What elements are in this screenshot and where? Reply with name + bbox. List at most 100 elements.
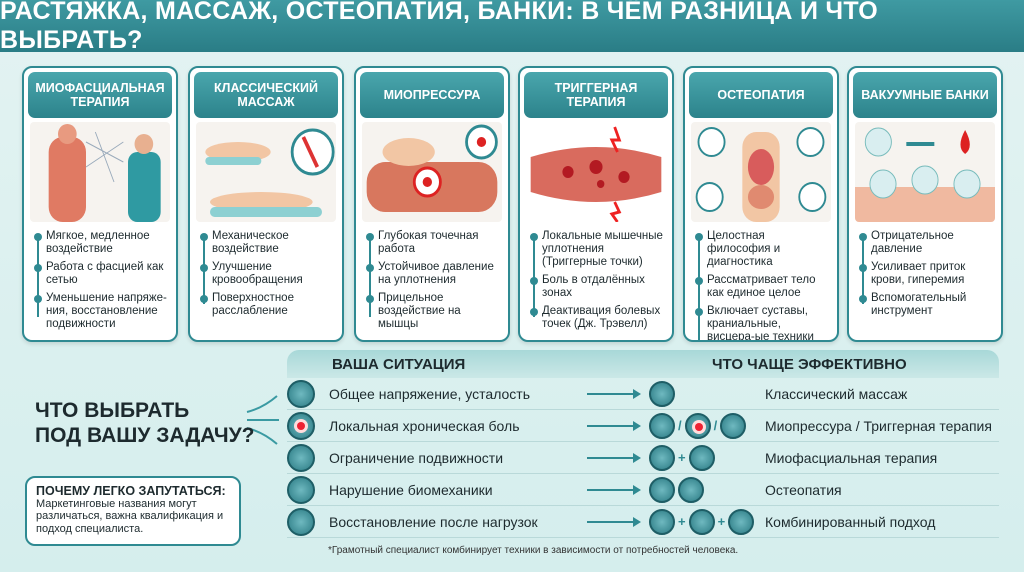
- effective-text: Комбинированный подход: [765, 513, 936, 530]
- arrow-right-icon: [587, 516, 641, 527]
- footnote: *Грамотный специалист комбинирует техник…: [328, 545, 739, 556]
- effective-text: Миопрессура / Триггерная терапия: [765, 417, 992, 434]
- table-row: Локальная хроническая боль // Миопрессур…: [287, 410, 999, 442]
- effective-text: Остеопатия: [765, 481, 842, 498]
- confusion-note: ПОЧЕМУ ЛЕГКО ЗАПУТАТЬСЯ: Маркетинговые н…: [25, 476, 241, 546]
- method-icons: ++: [649, 508, 761, 535]
- method-icon: [678, 476, 704, 503]
- separator: /: [713, 418, 718, 433]
- arrow-right-icon: [587, 484, 641, 495]
- card-illustration: [362, 122, 502, 222]
- card-bullet: Включает суставы, краниальные, висцера-ы…: [695, 305, 831, 340]
- method-card: МИОФАСЦИАЛЬНАЯ ТЕРАПИЯ Мягкое, медленное…: [22, 66, 178, 342]
- situation-icon: [287, 379, 315, 408]
- card-bullet: Целостная философия и диагностика: [695, 230, 831, 269]
- card-bullet: Уменьшение напряже-ния, восстановление п…: [34, 292, 170, 331]
- card-illustration: [691, 122, 831, 222]
- arrow-right-icon: [587, 452, 641, 463]
- card-bullet: Боль в отдалённых зонах: [530, 274, 666, 300]
- method-icons: [649, 476, 761, 503]
- table-header: ВАША СИТУАЦИЯ ЧТО ЧАЩЕ ЭФФЕКТИВНО: [287, 350, 999, 378]
- arrow-right-icon: [587, 420, 641, 431]
- method-icon: [649, 508, 675, 535]
- separator: +: [678, 450, 686, 465]
- card-illustration: [526, 122, 666, 222]
- card-illustration: [855, 122, 995, 222]
- situation-icon: [287, 507, 315, 536]
- card-bullets: Локальные мышечные уплотнения (Триггерны…: [530, 230, 666, 331]
- method-icons: //: [649, 412, 761, 439]
- card-bullet: Улучшение кровообращения: [200, 261, 336, 287]
- card-bullet: Деактивация болевых точек (Дж. Трэвелл): [530, 305, 666, 331]
- card-title: КЛАССИЧЕСКИЙ МАССАЖ: [194, 72, 338, 118]
- card-bullet: Усиливает приток крови, гиперемия: [859, 261, 995, 287]
- method-card: КЛАССИЧЕСКИЙ МАССАЖ Механическое воздейс…: [188, 66, 344, 342]
- card-bullet: Отрицательное давление: [859, 230, 995, 256]
- card-bullet: Устойчивое давление на уплотнения: [366, 261, 502, 287]
- method-card: ТРИГГЕРНАЯ ТЕРАПИЯ Локальные мышечные уп…: [518, 66, 674, 342]
- method-icon: [688, 444, 715, 471]
- separator: +: [717, 514, 726, 529]
- card-illustration: [196, 122, 336, 222]
- card-bullet: Локальные мышечные уплотнения (Триггерны…: [530, 230, 666, 269]
- card-title: ОСТЕОПАТИЯ: [689, 72, 833, 118]
- table-row: Общее напряжение, усталость Классический…: [287, 378, 999, 410]
- card-title: ТРИГГЕРНАЯ ТЕРАПИЯ: [524, 72, 668, 118]
- method-icons: +: [649, 444, 761, 471]
- column-effective: ЧТО ЧАЩЕ ЭФФЕКТИВНО: [712, 355, 907, 373]
- card-bullet: Мягкое, медленное воздействие: [34, 230, 170, 256]
- table-row: Восстановление после нагрузок ++ Комбини…: [287, 506, 999, 538]
- arrow-right-icon: [587, 388, 641, 399]
- situation-text: Ограничение подвижности: [329, 449, 504, 466]
- situation-text: Локальная хроническая боль: [329, 417, 520, 434]
- question-line-1: ЧТО ВЫБРАТЬ: [35, 399, 190, 422]
- method-icons: [649, 380, 761, 407]
- card-bullet: Вспомогательный инструмент: [859, 292, 995, 318]
- separator: /: [678, 418, 682, 433]
- card-bullet: Рассматривает тело как единое целое: [695, 274, 831, 300]
- situation-text: Восстановление после нагрузок: [329, 513, 538, 530]
- card-bullet: Прицельное воздействие на мышцы: [366, 292, 502, 331]
- method-icon: [649, 412, 675, 439]
- method-icon: [728, 508, 755, 535]
- card-bullet: Работа с фасцией как сетью: [34, 261, 170, 287]
- card-illustration: [30, 122, 170, 222]
- situation-text: Нарушение биомеханики: [329, 481, 493, 498]
- question-line-2: ПОД ВАШУ ЗАДАЧУ?: [35, 424, 255, 447]
- method-icon: [688, 508, 715, 535]
- method-icon: [649, 476, 675, 503]
- question-heading: ЧТО ВЫБРАТЬ ПОД ВАШУ ЗАДАЧУ?: [35, 398, 255, 448]
- choice-table: ВАША СИТУАЦИЯ ЧТО ЧАЩЕ ЭФФЕКТИВНО Общее …: [287, 350, 999, 538]
- card-bullet: Глубокая точечная работа: [366, 230, 502, 256]
- connector-arrows-icon: [246, 395, 279, 445]
- note-title: ПОЧЕМУ ЛЕГКО ЗАПУТАТЬСЯ:: [36, 484, 226, 498]
- table-row: Ограничение подвижности + Миофасциальная…: [287, 442, 999, 474]
- effective-text: Классический массаж: [765, 385, 908, 402]
- method-icon: [649, 380, 675, 407]
- card-title: МИОПРЕССУРА: [360, 72, 504, 118]
- situation-icon: [287, 443, 315, 472]
- card-title: МИОФАСЦИАЛЬНАЯ ТЕРАПИЯ: [28, 72, 172, 118]
- situation-icon: [287, 475, 315, 504]
- card-bullet: Механическое воздействие: [200, 230, 336, 256]
- method-icon: [720, 412, 747, 439]
- method-card: ОСТЕОПАТИЯ Целостная философия и диагнос…: [683, 66, 839, 342]
- separator: +: [678, 514, 686, 529]
- column-situation: ВАША СИТУАЦИЯ: [332, 355, 466, 373]
- card-title: ВАКУУМНЫЕ БАНКИ: [853, 72, 997, 118]
- card-bullet: Поверхностное расслабление: [200, 292, 336, 318]
- effective-text: Миофасциальная терапия: [765, 449, 938, 466]
- note-text: Маркетинговые названия могут различаться…: [36, 497, 224, 535]
- method-icon: [649, 444, 675, 471]
- table-row: Нарушение биомеханики Остеопатия: [287, 474, 999, 506]
- situation-text: Общее напряжение, усталость: [329, 385, 531, 402]
- page-title: РАСТЯЖКА, МАССАЖ, ОСТЕОПАТИЯ, БАНКИ: В Ч…: [0, 0, 1024, 54]
- situation-icon: [287, 411, 315, 440]
